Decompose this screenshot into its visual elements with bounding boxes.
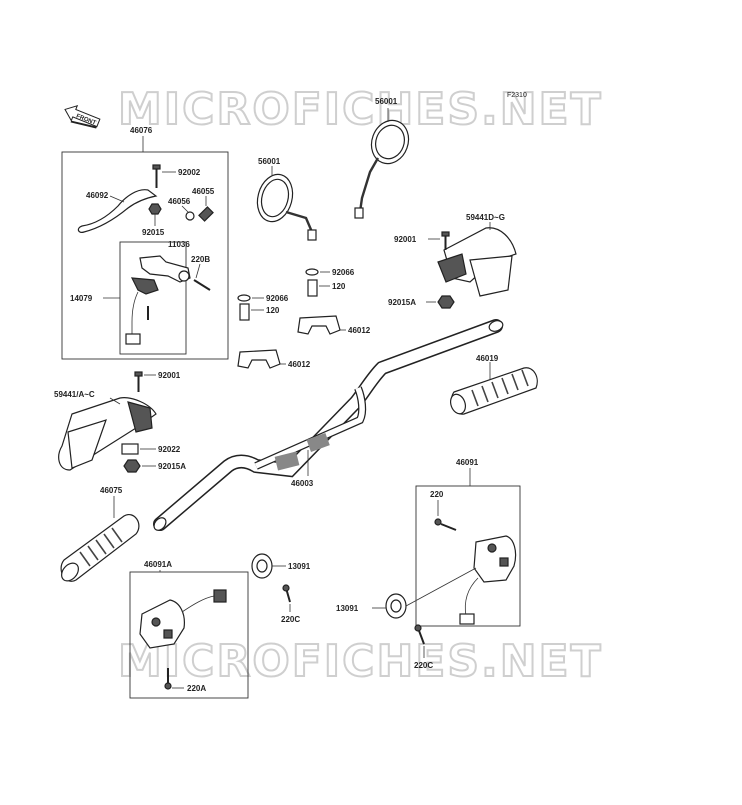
bolt-icon [152,164,161,188]
label-92015A-lower: 92015A [158,462,186,471]
label-120-upper: 120 [332,282,346,291]
switch-connector [213,589,227,603]
label-92066-upper: 92066 [332,268,355,277]
washer-icon [237,294,251,302]
label-220: 220 [430,490,444,499]
label-11036: 11036 [168,240,190,249]
watermark-bottom: MICROFICHES.NET [118,636,603,687]
label-92001-upper: 92001 [394,235,417,244]
switch-clamp-left [251,553,273,579]
handlebar-clamp-lower [237,349,281,369]
handlebar-clamp-upper [297,315,341,335]
nut-icon [148,203,162,215]
clutch-switch [130,277,159,295]
switch-connector [459,613,475,625]
label-59441AC: 59441/A~C [54,390,95,399]
handlebar [153,319,504,531]
label-220C-right: 220C [414,661,433,670]
grip-right [449,367,538,415]
screw-icon [193,279,211,291]
front-arrow-icon: FRONT [64,104,101,129]
watermark-top: MICROFICHES.NET [118,84,603,135]
mirror-right [354,119,410,219]
clutch-lever-box [61,151,229,360]
switch-connector [125,333,141,345]
mirror-left [256,173,317,241]
label-46056: 46056 [168,197,191,206]
nut-icon [123,459,141,473]
left-switch-housing [139,599,185,649]
left-switch-box [129,571,249,699]
screw-icon [414,624,425,645]
collar-icon [121,443,139,455]
label-59441DG: 59441D~G [466,213,505,222]
label-46012-lower: 46012 [288,360,311,369]
label-14079: 14079 [70,294,93,303]
label-46075: 46075 [100,486,123,495]
figure-code: F2310 [507,92,527,99]
right-switch-box [415,485,521,627]
label-92015A-upper: 92015A [388,298,416,307]
clamp-ring [178,270,190,282]
label-46091A: 46091A [144,560,172,569]
nut-icon [437,295,455,309]
label-92015: 92015 [142,228,165,237]
screw-icon [164,668,172,690]
label-46091: 46091 [456,458,479,467]
label-56001-left: 56001 [258,157,281,166]
label-46019: 46019 [476,354,499,363]
label-92022: 92022 [158,445,181,454]
label-92001-lower: 92001 [158,371,181,380]
washer-icon [305,268,319,276]
label-120-lower: 120 [266,306,280,315]
bolt-icon [198,206,214,222]
label-46012-upper: 46012 [348,326,371,335]
clamp-bolt-icon [307,279,318,297]
bolt-icon [441,231,450,237]
label-46003: 46003 [291,479,314,488]
washer-icon [185,211,195,221]
clamp-bolt-icon [239,303,250,321]
label-46055: 46055 [192,187,215,196]
right-switch-housing [473,535,517,583]
label-46076: 46076 [130,126,153,135]
screw-icon [434,518,457,531]
label-46092: 46092 [86,191,109,200]
label-220A: 220A [187,684,206,693]
clutch-lever [77,189,158,233]
label-220C-left: 220C [281,615,300,624]
label-92002: 92002 [178,168,201,177]
label-220B: 220B [191,255,210,264]
label-13091-left: 13091 [288,562,311,571]
grip-left [60,514,140,582]
screw-icon [282,584,291,603]
hand-guard-right [437,227,517,297]
label-56001-right: 56001 [375,97,398,106]
bolt-icon [134,371,143,377]
label-92066-lower: 92066 [266,294,289,303]
hand-guard-left [58,397,157,471]
switch-clamp-right [385,593,407,619]
label-13091-right: 13091 [336,604,359,613]
